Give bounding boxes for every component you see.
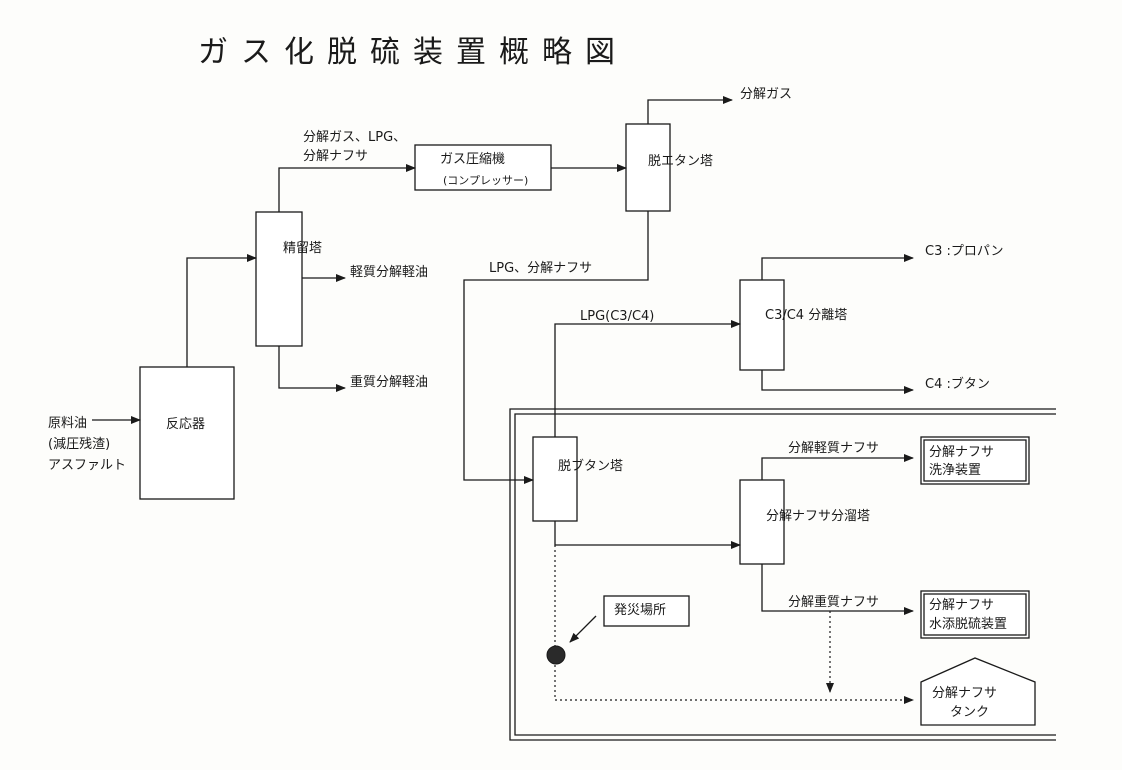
lpg-line [554, 320, 741, 437]
naphtha-wash-inner [923, 439, 1027, 482]
c3-propane-label: C3 :プロパン [925, 244, 1004, 259]
naphtha-tank-label-2: タンク [950, 705, 989, 720]
naphtha-tank-label-1: 分解ナフサ [932, 686, 997, 701]
naphtha-hds-label-1: 分解ナフサ [929, 598, 994, 613]
naphtha-hds-label-2: 水添脱硫装置 [929, 617, 1007, 632]
debutanizer-label: 脱ブタン塔 [558, 458, 623, 474]
light-naphtha-label: 分解軽質ナフサ [788, 441, 879, 456]
light-naphtha-line [761, 454, 914, 480]
lpg-label: LPG(C3/C4) [580, 309, 654, 324]
naphtha-tank-shape [920, 657, 1036, 726]
naphtha-wash-label-2: 洗浄装置 [929, 463, 981, 478]
c3c4-splitter-box [739, 279, 785, 371]
feed-label-2: (減圧残渣) [48, 436, 110, 452]
fractionator-label: 精留塔 [283, 241, 322, 256]
c4-butane-label: C4 :ブタン [925, 376, 990, 392]
deethanizer-bottoms-line [463, 211, 649, 484]
heavy-gas-oil-line [278, 346, 346, 392]
incident-point-marker [546, 645, 566, 665]
compressor-label: ガス圧縮機 [440, 151, 505, 167]
frac-overhead-label-1: 分解ガス、LPG、 [303, 130, 406, 145]
frac-overhead-label-2: 分解ナフサ [303, 149, 368, 164]
heavy-gas-oil-label: 重質分解軽油 [350, 374, 428, 390]
feed-label-1: 原料油 [48, 416, 87, 431]
reactor-label: 反応器 [166, 417, 205, 432]
feed-label-3: アスファルト [48, 458, 126, 473]
incident-pointer-arrow [569, 615, 597, 643]
heavy-naphtha-label: 分解重質ナフサ [788, 594, 879, 610]
incident-site-box [603, 595, 690, 627]
deethanizer-label: 脱エタン塔 [648, 154, 713, 169]
debutanizer-box [532, 436, 578, 522]
diagram-title: ガス化脱硫装置概略図 [198, 35, 628, 70]
enclosure-frame-inner [514, 413, 1056, 736]
heavy-naphtha-line [761, 564, 914, 615]
debutanizer-bottoms-line [554, 521, 741, 549]
fractionator-overhead-line [278, 164, 416, 212]
enclosure-frame-outer [509, 408, 1056, 741]
compressor-box [414, 144, 552, 191]
deethanizer-bottoms-label: LPG、分解ナフサ [489, 261, 592, 276]
reactor-to-fractionator-line [186, 254, 257, 367]
fractionator-box [255, 211, 303, 347]
naphtha-hds-inner [923, 593, 1027, 636]
cracked-gas-label: 分解ガス [740, 87, 792, 102]
deethanizer-box [625, 123, 671, 212]
reactor-box [139, 366, 235, 500]
naphtha-fractionator-label: 分解ナフサ分溜塔 [766, 509, 870, 524]
c3c4-splitter-label: C3/C4 分離塔 [765, 308, 847, 323]
light-gas-oil-label: 軽質分解軽油 [350, 265, 428, 280]
c3-propane-line [761, 254, 914, 280]
naphtha-wash-label-1: 分解ナフサ [929, 445, 994, 460]
compressor-sublabel: (コンプレッサー) [443, 174, 528, 187]
cracked-gas-line [647, 96, 733, 124]
incident-site-label: 発災場所 [614, 603, 666, 618]
c4-butane-line [761, 370, 914, 394]
